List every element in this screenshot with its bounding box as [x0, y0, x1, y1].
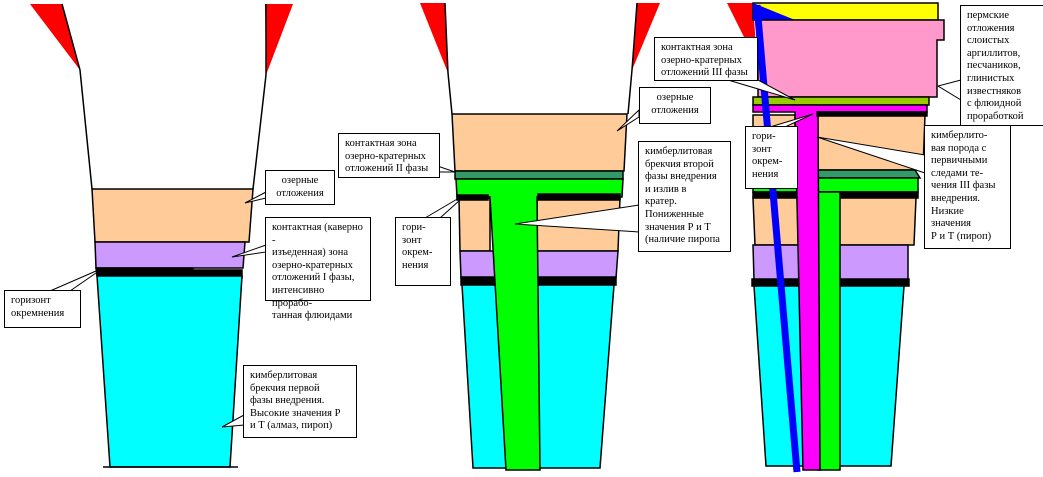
crater-wall-left — [30, 4, 80, 70]
panel-2-geology — [420, 2, 660, 471]
label-permian-sediments: пермские отложения слоистых аргиллитов, … — [960, 5, 1043, 126]
kimberlite-breccia-1 — [96, 275, 243, 468]
lake-sediments-layer — [91, 188, 254, 243]
callout-pointers — [49, 79, 962, 428]
label-lake-sediments-2: озерные отложения — [639, 87, 711, 124]
silicification-horizon-upper-right — [537, 193, 621, 201]
label-silicification-horizon-3: гори- зонт окрем- нения — [745, 126, 798, 189]
panel-3-geology — [727, 2, 945, 473]
lake-sediments-layer — [451, 113, 628, 172]
silicification-horizon-top — [816, 111, 928, 117]
contact-zone-layer — [94, 241, 246, 269]
contact-zone-2-layer — [454, 170, 624, 180]
silicification-horizon-upper-left — [456, 194, 489, 201]
crater-wall-right — [632, 3, 660, 70]
label-kimberlite-3: кимберлито- вая порода с первичными след… — [924, 125, 1011, 249]
contact-zone-2-layer — [816, 169, 922, 179]
kimberlite-2-stem — [817, 191, 841, 471]
label-lake-sediments-1: озерные отложения — [265, 170, 335, 205]
panel-1-geology — [30, 3, 293, 468]
blue-wedge — [753, 3, 795, 20]
label-contact-zone-1: контактная (каверно - изъеденная) зона о… — [265, 217, 371, 321]
contact-zone-1-layer — [459, 250, 619, 279]
label-kimberlite-breccia-2: кимберлитовая брекчия второй фазы внедре… — [638, 141, 731, 252]
permian-sediments — [757, 19, 945, 98]
label-kimberlite-breccia-1: кимберлитовая брекчия первой фазы внедре… — [243, 365, 357, 438]
crater-wall-left — [420, 3, 448, 73]
label-contact-zone-3: контактная зона озерно-кратерных отложен… — [654, 37, 758, 81]
label-silicification-horizon-2: гори- зонт окрем- нения — [395, 217, 451, 286]
lower-lake-left — [458, 197, 491, 252]
label-silicification-horizon-1: горизонт окремнения — [4, 290, 81, 328]
contact-zone-3-layer — [752, 96, 930, 106]
crater-wall-right — [265, 4, 293, 75]
label-contact-zone-2: контактная зона озерно-кратерных отложен… — [338, 133, 440, 178]
